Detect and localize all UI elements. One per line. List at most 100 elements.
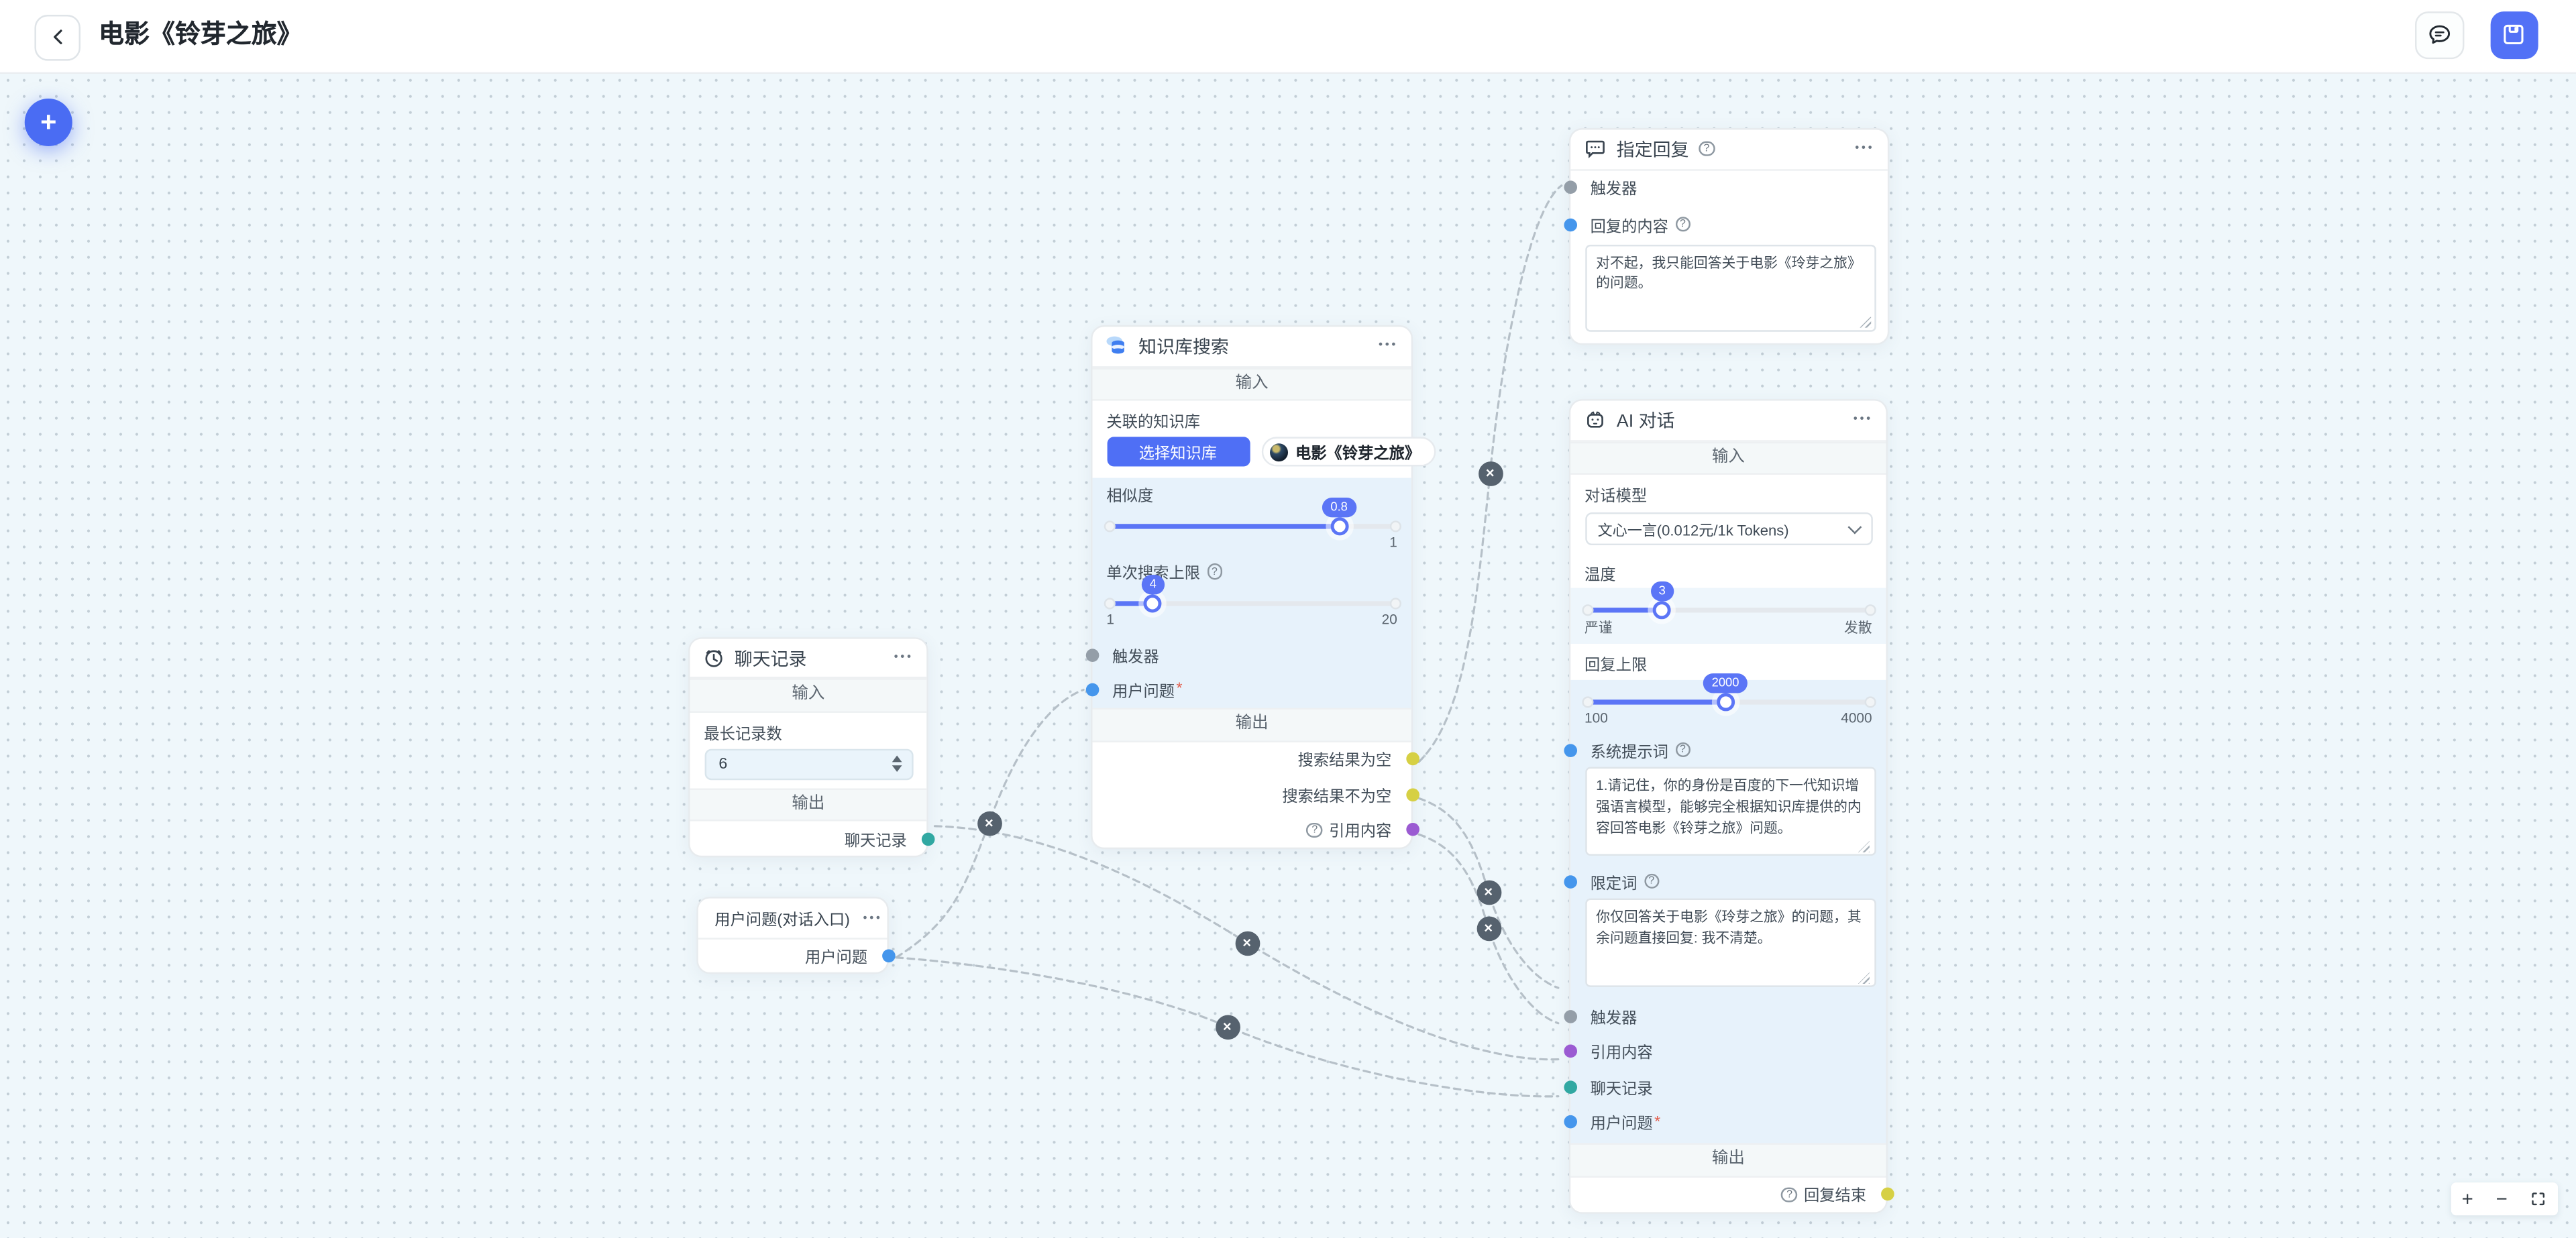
max-records-label: 最长记录数 [704, 725, 782, 744]
output-port-row: 用户问题 [698, 940, 895, 972]
reference-port-row: 引用内容 [1563, 1034, 1886, 1070]
reference-port[interactable] [1563, 1045, 1576, 1058]
node-kb-search[interactable]: 知识库搜索 ••• 输入 关联的知识库 选择知识库 电影《铃芽之旅》 相似度 0… [1085, 325, 1436, 850]
node-header[interactable]: 知识库搜索 ••• [1092, 327, 1411, 368]
more-menu-icon[interactable]: ••• [894, 652, 914, 664]
clock-icon [705, 650, 722, 667]
qualifier-textarea[interactable]: 你仅回答关于电影《玲芽之旅》的问题，其余问题直接回复: 我不清楚。 [1585, 898, 1876, 987]
help-icon[interactable]: ? [1781, 1186, 1798, 1202]
more-menu-icon[interactable]: ••• [1379, 340, 1399, 352]
app-header: 电影《铃芽之旅》 [0, 0, 2576, 73]
slider-max-label: 4000 [1841, 709, 1872, 726]
help-icon[interactable]: ? [1206, 563, 1223, 579]
help-icon[interactable]: ? [1674, 216, 1691, 232]
reply-content-textarea[interactable]: 对不起，我只能回答关于电影《玲芽之旅》的问题。 [1585, 243, 1876, 331]
qualifier-label: 限定词 [1590, 875, 1638, 893]
system-prompt-port[interactable] [1563, 743, 1576, 756]
help-icon[interactable]: ? [1674, 742, 1691, 758]
output-port-row: ? 引用内容 [1093, 812, 1419, 848]
max-records-input[interactable]: 6 [704, 748, 913, 781]
trigger-port[interactable] [1085, 648, 1099, 661]
help-icon[interactable]: ? [1307, 822, 1323, 838]
slider-thumb[interactable]: 2000 [1703, 672, 1748, 712]
result-empty-port[interactable] [1405, 752, 1419, 766]
kb-chip[interactable]: 电影《铃芽之旅》 [1260, 437, 1436, 467]
save-icon [2504, 25, 2524, 45]
select-kb-button[interactable]: 选择知识库 [1106, 437, 1250, 466]
back-button[interactable] [34, 13, 81, 60]
reply-done-port[interactable] [1880, 1188, 1894, 1201]
reply-content-label: 回复的内容 [1590, 217, 1668, 236]
model-label: 对话模型 [1585, 488, 1648, 506]
similarity-slider[interactable]: 0.8 1 [1103, 496, 1401, 550]
chevron-down-icon [1847, 519, 1862, 534]
qualifier-port[interactable] [1563, 875, 1576, 888]
output-port-row: 聊天记录 [690, 821, 934, 855]
stepper[interactable] [891, 750, 902, 779]
more-menu-icon[interactable]: ••• [1855, 143, 1875, 155]
reply-limit-slider[interactable]: 2000 100 4000 [1581, 672, 1876, 726]
preview-chat-button[interactable] [2415, 10, 2464, 60]
search-limit-slider[interactable]: 4 1 20 [1103, 573, 1401, 628]
system-prompt-textarea[interactable]: 1.请记住，你的身份是百度的下一代知识增强语言模型，能够完全根据知识库提供的内容… [1585, 767, 1876, 856]
user-question-port[interactable] [1085, 682, 1099, 696]
step-up-icon[interactable] [891, 756, 902, 763]
history-port[interactable] [1563, 1080, 1576, 1094]
model-select[interactable]: 文心一言(0.012元/1k Tokens) [1585, 512, 1872, 546]
save-button[interactable] [2489, 10, 2538, 60]
max-records-value: 6 [718, 754, 728, 773]
page-title: 电影《铃芽之旅》 [98, 21, 303, 50]
slider-track[interactable]: 2000 [1581, 672, 1876, 712]
trigger-label: 触发器 [1112, 648, 1159, 667]
robot-icon [1587, 411, 1603, 428]
chat-history-output-label: 聊天记录 [844, 832, 907, 850]
more-menu-icon[interactable]: ••• [1853, 414, 1873, 426]
slider-thumb[interactable]: 0.8 [1322, 496, 1356, 536]
reference-output-port[interactable] [1405, 824, 1419, 837]
node-user-question[interactable]: 用户问题(对话入口) ••• 用户问题 [696, 897, 895, 974]
trigger-port[interactable] [1563, 180, 1576, 194]
node-ai-chat[interactable]: AI 对话 ••• 输入 对话模型 文心一言(0.012元/1k Tokens)… [1563, 398, 1894, 1214]
node-header[interactable]: 用户问题(对话入口) ••• [698, 899, 888, 940]
slider-track[interactable]: 3 [1581, 580, 1876, 620]
fit-view-icon[interactable] [2530, 1190, 2546, 1206]
node-header[interactable]: AI 对话 ••• [1570, 400, 1886, 441]
chat-bubble-icon [2428, 25, 2450, 44]
help-icon[interactable]: ? [1644, 873, 1660, 889]
reply-content-port[interactable] [1563, 217, 1576, 231]
zoom-in-icon[interactable]: + [2461, 1187, 2473, 1211]
user-question-output-port[interactable] [881, 949, 895, 963]
node-chat-history[interactable]: 聊天记录 ••• 输入 最长记录数 6 输出 聊天记录 [688, 637, 934, 858]
output-band: 输出 [1570, 1143, 1886, 1177]
result-not-empty-port[interactable] [1405, 788, 1419, 801]
output-port-row: 搜索结果不为空 [1093, 777, 1419, 813]
trigger-port[interactable] [1563, 1009, 1576, 1023]
slider-value-badge: 4 [1141, 573, 1165, 595]
more-menu-icon[interactable]: ••• [863, 912, 883, 924]
reply-bubble-icon [1586, 140, 1605, 159]
slider-thumb[interactable]: 3 [1650, 580, 1674, 620]
output-port-row: 搜索结果为空 [1093, 742, 1419, 777]
node-title: 用户问题(对话入口) [714, 911, 850, 930]
help-icon[interactable]: ? [1699, 141, 1715, 157]
result-empty-label: 搜索结果为空 [1297, 752, 1392, 771]
node-header[interactable]: 指定回复 ? ••• [1570, 129, 1888, 170]
chat-history-output-port[interactable] [920, 832, 934, 846]
zoom-out-icon[interactable]: − [2496, 1187, 2508, 1211]
trigger-port-row: 触发器 [1563, 170, 1888, 204]
slider-track[interactable]: 0.8 [1103, 496, 1401, 536]
step-down-icon[interactable] [891, 765, 902, 773]
slider-track[interactable]: 4 [1103, 573, 1401, 613]
node-header[interactable]: 聊天记录 ••• [690, 639, 927, 679]
slider-value-badge: 3 [1650, 580, 1674, 602]
temperature-slider[interactable]: 3 严谨 发散 [1581, 580, 1876, 637]
node-title: 指定回复 [1616, 140, 1689, 160]
input-band: 输入 [1092, 367, 1411, 401]
user-question-port[interactable] [1563, 1115, 1576, 1129]
similarity-label: 相似度 [1106, 488, 1154, 506]
add-node-button[interactable]: + [24, 97, 72, 146]
slider-thumb[interactable]: 4 [1141, 573, 1165, 613]
slider-min-label: 100 [1585, 709, 1608, 726]
node-specified-reply[interactable]: 指定回复 ? ••• 触发器 回复的内容 ? 对不起，我只能回答关于电影《玲芽之… [1563, 127, 1890, 345]
